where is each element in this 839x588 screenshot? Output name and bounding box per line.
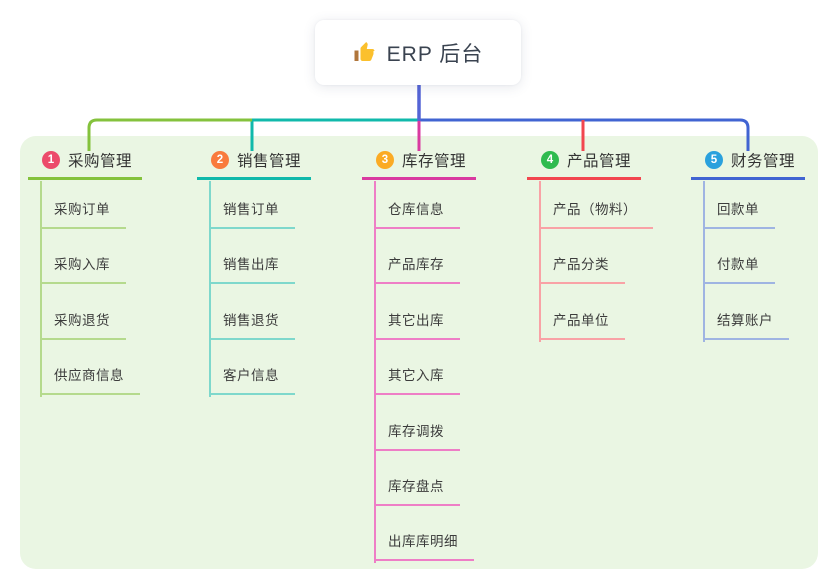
branch-finance-management: 5 财务管理 回款单 付款单 结算账户 — [691, 150, 839, 342]
child-node[interactable]: 采购退货 — [40, 311, 126, 340]
child-node[interactable]: 仓库信息 — [374, 200, 460, 229]
root-node[interactable]: ERP 后台 — [315, 20, 521, 85]
child-node[interactable]: 产品分类 — [539, 255, 625, 284]
child-node[interactable]: 客户信息 — [209, 366, 295, 395]
child-label: 采购入库 — [54, 257, 110, 272]
child-node[interactable]: 采购订单 — [40, 200, 126, 229]
branch-label: 销售管理 — [237, 153, 302, 170]
child-node[interactable]: 结算账户 — [703, 311, 789, 340]
child-node[interactable]: 库存调拨 — [374, 422, 460, 451]
branch-label: 采购管理 — [68, 153, 133, 170]
child-label: 回款单 — [717, 202, 759, 217]
child-connector-line — [374, 181, 376, 563]
child-node[interactable]: 供应商信息 — [40, 366, 140, 395]
child-node[interactable]: 回款单 — [703, 200, 775, 229]
thumbs-up-icon — [354, 41, 375, 61]
child-label: 库存盘点 — [388, 479, 444, 494]
branch-title-purchase[interactable]: 1 采购管理 — [28, 151, 143, 180]
child-label: 采购退货 — [54, 313, 110, 328]
child-label: 其它出库 — [388, 313, 444, 328]
child-label: 库存调拨 — [388, 424, 444, 439]
child-label: 销售退货 — [223, 313, 279, 328]
child-label: 客户信息 — [223, 368, 279, 383]
map-background-panel — [20, 136, 818, 569]
child-label: 仓库信息 — [388, 202, 444, 217]
branch-badge-1: 1 — [42, 151, 60, 169]
child-node[interactable]: 产品单位 — [539, 311, 625, 340]
branch-inventory-management: 3 库存管理 仓库信息 产品库存 其它出库 其它入库 库存调拨 库存盘点 出库库… — [362, 150, 537, 563]
child-node[interactable]: 其它出库 — [374, 311, 460, 340]
branch-badge-5: 5 — [705, 151, 723, 169]
branch-label: 产品管理 — [567, 153, 632, 170]
child-node[interactable]: 产品库存 — [374, 255, 460, 284]
branch-badge-4: 4 — [541, 151, 559, 169]
child-label: 付款单 — [717, 257, 759, 272]
child-label: 产品分类 — [553, 257, 609, 272]
child-connector-line — [40, 181, 42, 397]
child-label: 销售出库 — [223, 257, 279, 272]
child-label: 产品单位 — [553, 313, 609, 328]
child-label: 供应商信息 — [54, 368, 124, 383]
branch-purchase-management: 1 采购管理 采购订单 采购入库 采购退货 供应商信息 — [28, 150, 203, 397]
branch-label: 财务管理 — [731, 153, 796, 170]
branch-title-finance[interactable]: 5 财务管理 — [691, 151, 806, 180]
child-label: 结算账户 — [717, 313, 773, 328]
child-label: 产品（物料） — [553, 202, 637, 217]
branch-title-sales[interactable]: 2 销售管理 — [197, 151, 312, 180]
child-node[interactable]: 产品（物料） — [539, 200, 653, 229]
branch-title-product[interactable]: 4 产品管理 — [527, 151, 642, 180]
child-label: 产品库存 — [388, 257, 444, 272]
branch-title-inventory[interactable]: 3 库存管理 — [362, 151, 477, 180]
child-node[interactable]: 销售订单 — [209, 200, 295, 229]
child-label: 采购订单 — [54, 202, 110, 217]
child-label: 其它入库 — [388, 368, 444, 383]
child-node[interactable]: 采购入库 — [40, 255, 126, 284]
child-connector-line — [209, 181, 211, 397]
child-node[interactable]: 出库库明细 — [374, 532, 474, 561]
child-node[interactable]: 其它入库 — [374, 366, 460, 395]
child-connector-line — [703, 181, 705, 342]
child-label: 销售订单 — [223, 202, 279, 217]
branch-badge-3: 3 — [376, 151, 394, 169]
child-connector-line — [539, 181, 541, 342]
child-node[interactable]: 销售出库 — [209, 255, 295, 284]
child-node[interactable]: 销售退货 — [209, 311, 295, 340]
branch-label: 库存管理 — [402, 153, 467, 170]
branch-sales-management: 2 销售管理 销售订单 销售出库 销售退货 客户信息 — [197, 150, 372, 397]
root-label: ERP 后台 — [386, 42, 484, 66]
child-node[interactable]: 库存盘点 — [374, 477, 460, 506]
branch-product-management: 4 产品管理 产品（物料） 产品分类 产品单位 — [527, 150, 702, 342]
branch-badge-2: 2 — [211, 151, 229, 169]
child-node[interactable]: 付款单 — [703, 255, 775, 284]
child-label: 出库库明细 — [388, 534, 458, 549]
